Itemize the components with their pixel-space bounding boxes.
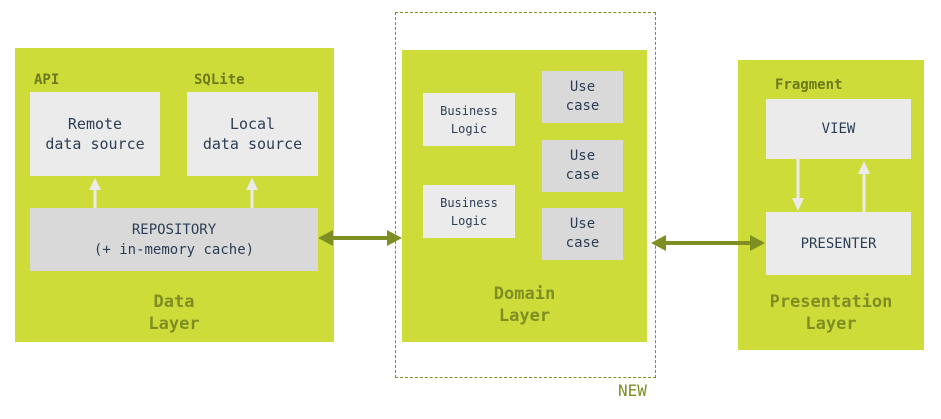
fragment-tag: Fragment [775,77,843,93]
presentation-layer-title: Presentation Layer [769,292,893,334]
business-logic-box-2: Business Logic [423,185,515,238]
repository-box: REPOSITORY (+ in-memory cache) [30,208,318,271]
remote-data-source-box: Remote data source [30,92,160,176]
new-label: NEW [618,381,647,400]
presenter-box: PRESENTER [766,212,911,275]
api-tag: API [34,72,60,88]
use-case-box-1: Use case [542,71,623,123]
use-case-box-2: Use case [542,140,623,192]
view-box: VIEW [766,99,911,159]
business-logic-box-1: Business Logic [423,93,515,146]
domain-layer-title: Domain Layer [493,284,556,326]
use-case-box-3: Use case [542,208,623,260]
local-data-source-box: Local data source [187,92,318,176]
data-layer-title: Data Layer [148,292,200,334]
new-domain-dashed-border [395,12,656,378]
sqlite-tag: SQLite [194,72,245,88]
